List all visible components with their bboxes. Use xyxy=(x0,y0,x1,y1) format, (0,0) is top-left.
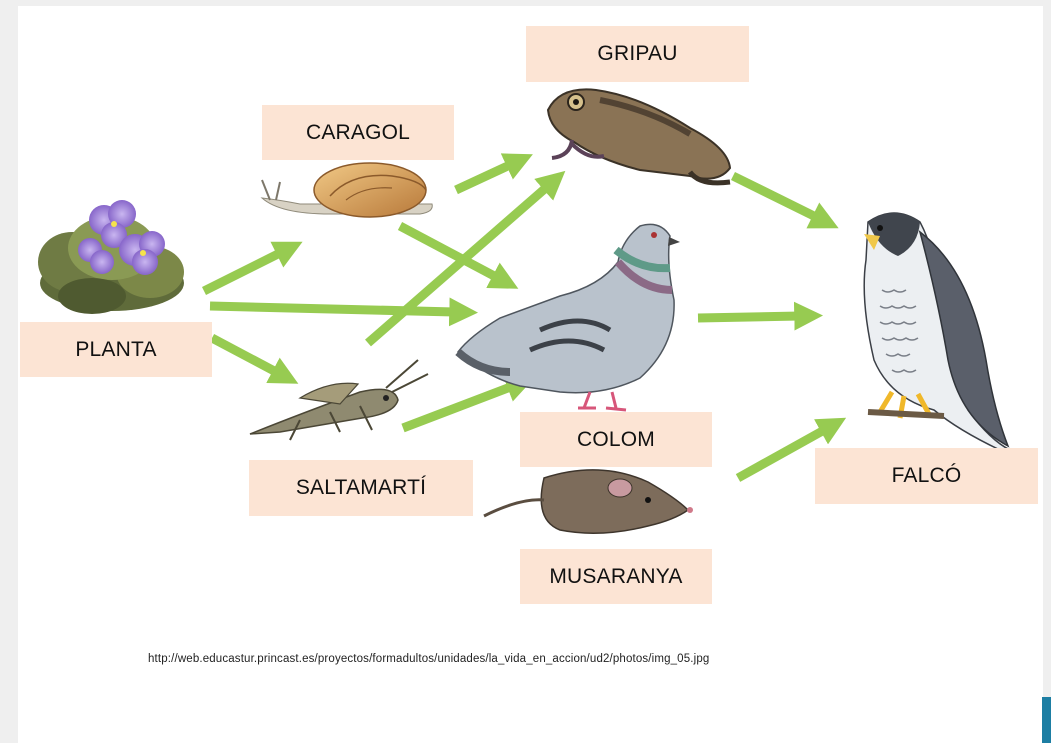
pigeon-icon xyxy=(458,224,680,410)
arrow-planta-caragol xyxy=(204,252,282,291)
arrow-planta-colom xyxy=(210,306,455,312)
label-falco: FALCÓ xyxy=(815,448,1038,504)
plant-icon xyxy=(38,200,184,314)
label-colom: COLOM xyxy=(520,412,712,467)
arrow-musaranya-falco xyxy=(738,429,826,478)
label-musaranya: MUSARANYA xyxy=(520,549,712,604)
label-gripau: GRIPAU xyxy=(526,26,749,82)
snail-icon xyxy=(262,163,432,217)
shrew-icon xyxy=(484,470,693,533)
source-url: http://web.educastur.princast.es/proyect… xyxy=(148,653,709,665)
arrow-saltamarti-colom xyxy=(403,386,513,428)
label-caragol: CARAGOL xyxy=(262,105,454,160)
arrow-caragol-gripau xyxy=(456,164,512,190)
label-planta: PLANTA xyxy=(20,322,212,377)
arrow-planta-saltamarti xyxy=(212,338,278,373)
label-saltamarti: SALTAMARTÍ xyxy=(249,460,473,516)
arrow-gripau-falco xyxy=(733,176,818,218)
falcon-icon xyxy=(864,213,1010,450)
frog-icon xyxy=(548,89,730,182)
arrow-colom-falco xyxy=(698,316,800,318)
